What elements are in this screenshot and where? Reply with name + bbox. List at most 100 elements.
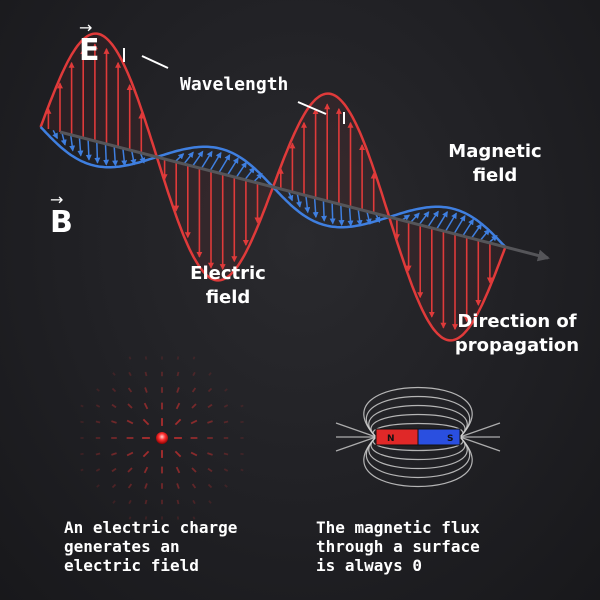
magnet-south-label: S — [447, 434, 453, 444]
field-mark — [80, 404, 84, 408]
magnetic-field-vector — [470, 223, 483, 239]
field-line — [459, 422, 501, 438]
field-line — [363, 436, 473, 488]
magnet-south-pole — [417, 428, 461, 446]
field-mark — [95, 404, 101, 408]
field-mark — [192, 356, 196, 360]
field-mark — [208, 500, 212, 504]
magnetic-field-vector — [191, 150, 204, 167]
magnetic-field-vector — [435, 210, 448, 230]
field-mark — [80, 452, 84, 456]
field-mark — [207, 467, 213, 473]
field-mark — [207, 483, 213, 489]
field-mark — [192, 371, 196, 377]
field-mark — [240, 404, 244, 408]
field-mark — [223, 420, 229, 424]
field-mark — [190, 419, 198, 425]
magnetic-field-vector — [174, 153, 185, 163]
charge-caption: An electric charge generates an electric… — [64, 518, 238, 575]
electric-charge — [156, 432, 168, 444]
magnetic-field-vector — [218, 154, 231, 174]
magnetic-field-vector — [304, 195, 311, 214]
magnetic-field-vector — [94, 141, 101, 164]
field-mark — [111, 403, 117, 409]
field-mark — [192, 516, 196, 520]
field-line — [372, 436, 464, 452]
magnetic-field-vector — [226, 157, 239, 176]
field-mark — [208, 372, 212, 376]
magnetic-field-vector — [183, 151, 194, 165]
magnetic-field-vector — [85, 139, 92, 161]
field-line — [365, 436, 471, 478]
field-mark — [191, 483, 197, 489]
electric-field-label: Electric field — [190, 263, 266, 308]
wavelength-leader-right — [297, 101, 327, 115]
wavelength-leader-left — [141, 55, 169, 69]
b-field-symbol: B — [50, 205, 73, 240]
propagation-axis — [59, 130, 550, 262]
field-mark — [144, 516, 148, 520]
field-mark — [207, 403, 213, 409]
magnet-illustration: N S — [335, 386, 501, 488]
field-mark — [192, 499, 196, 505]
field-line — [368, 436, 468, 470]
field-mark — [142, 450, 150, 458]
field-mark — [175, 466, 181, 474]
magnetic-field-vector — [427, 210, 439, 228]
magnetic-field-vector — [52, 129, 58, 140]
field-mark — [80, 468, 84, 472]
field-line — [335, 422, 377, 438]
magnetic-field-vector — [60, 132, 67, 146]
magnetic-field-vector — [209, 151, 222, 172]
magnetic-field-vector — [479, 228, 490, 241]
field-mark — [191, 387, 197, 393]
magnetic-field-vector — [121, 148, 128, 167]
field-mark — [207, 387, 213, 393]
magnetic-field-vector — [488, 235, 498, 244]
field-mark — [143, 466, 149, 474]
field-mark — [126, 451, 134, 457]
field-mark — [190, 451, 198, 457]
field-mark — [111, 452, 117, 456]
magnetic-field-vector — [200, 150, 213, 169]
magnetic-field-vector — [329, 202, 336, 225]
field-mark — [240, 420, 244, 424]
field-line — [335, 436, 377, 452]
magnetic-field-vector — [235, 161, 247, 178]
magnetic-field-vector — [338, 204, 345, 227]
field-mark — [224, 388, 228, 392]
e-field-symbol: E — [79, 33, 100, 68]
field-mark — [240, 452, 244, 456]
field-mark — [176, 483, 180, 489]
field-line — [459, 436, 501, 452]
field-line — [365, 396, 471, 438]
charge-field-illustration — [80, 356, 244, 520]
field-mark — [127, 483, 133, 489]
field-mark — [127, 403, 133, 409]
field-line — [363, 386, 473, 438]
magnetic-field-vector — [418, 211, 430, 226]
field-mark — [128, 371, 132, 377]
field-mark — [95, 420, 101, 424]
magnetic-field-vector — [77, 136, 84, 157]
charge-field-marks — [80, 356, 244, 520]
field-mark — [128, 516, 132, 520]
field-mark — [223, 468, 229, 472]
magnetic-field-vector — [462, 218, 474, 237]
field-mark — [191, 467, 197, 473]
field-mark — [143, 402, 149, 410]
field-mark — [144, 483, 148, 489]
field-mark — [127, 467, 133, 473]
field-mark — [176, 499, 180, 505]
field-mark — [144, 356, 148, 360]
field-mark — [80, 420, 84, 424]
field-line — [368, 404, 468, 438]
field-mark — [207, 420, 213, 424]
field-line — [370, 413, 466, 438]
field-mark — [111, 420, 117, 424]
field-mark — [175, 402, 181, 410]
magnetic-field-vector — [356, 208, 363, 227]
magnetic-field-vector — [409, 212, 420, 224]
magnetic-field-vector — [295, 193, 302, 208]
